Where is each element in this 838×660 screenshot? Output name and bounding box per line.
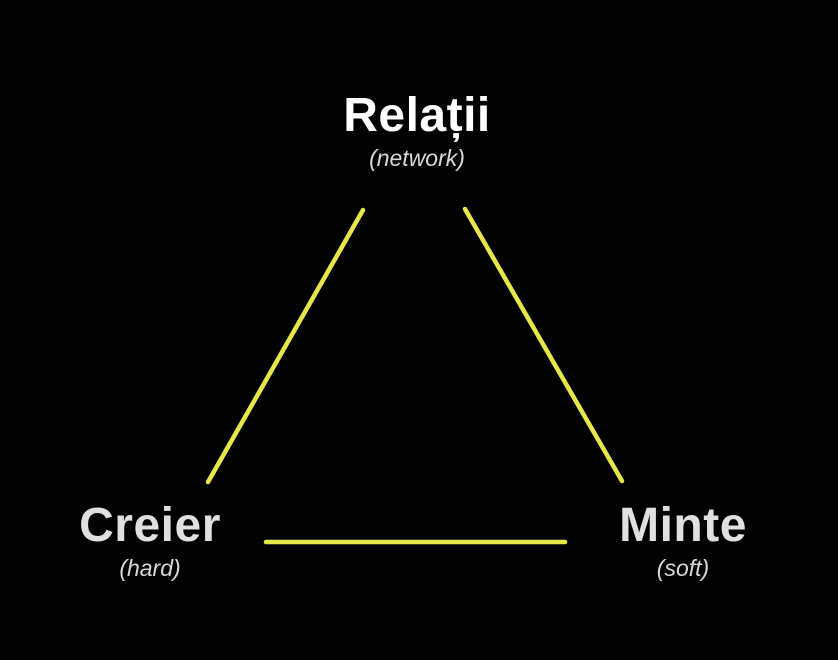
node-relatii: Relații (network)	[297, 90, 537, 172]
node-subtitle: (soft)	[656, 555, 710, 581]
node-title: Minte	[619, 499, 747, 552]
node-minte: Minte (soft)	[563, 500, 803, 582]
node-subtitle: (hard)	[119, 555, 181, 581]
node-title: Relații	[343, 89, 491, 142]
node-subtitle: (network)	[369, 145, 465, 171]
edge-top-right	[462, 206, 625, 484]
node-title: Creier	[79, 499, 221, 552]
edge-top-left	[205, 207, 366, 485]
node-creier: Creier (hard)	[30, 500, 270, 582]
